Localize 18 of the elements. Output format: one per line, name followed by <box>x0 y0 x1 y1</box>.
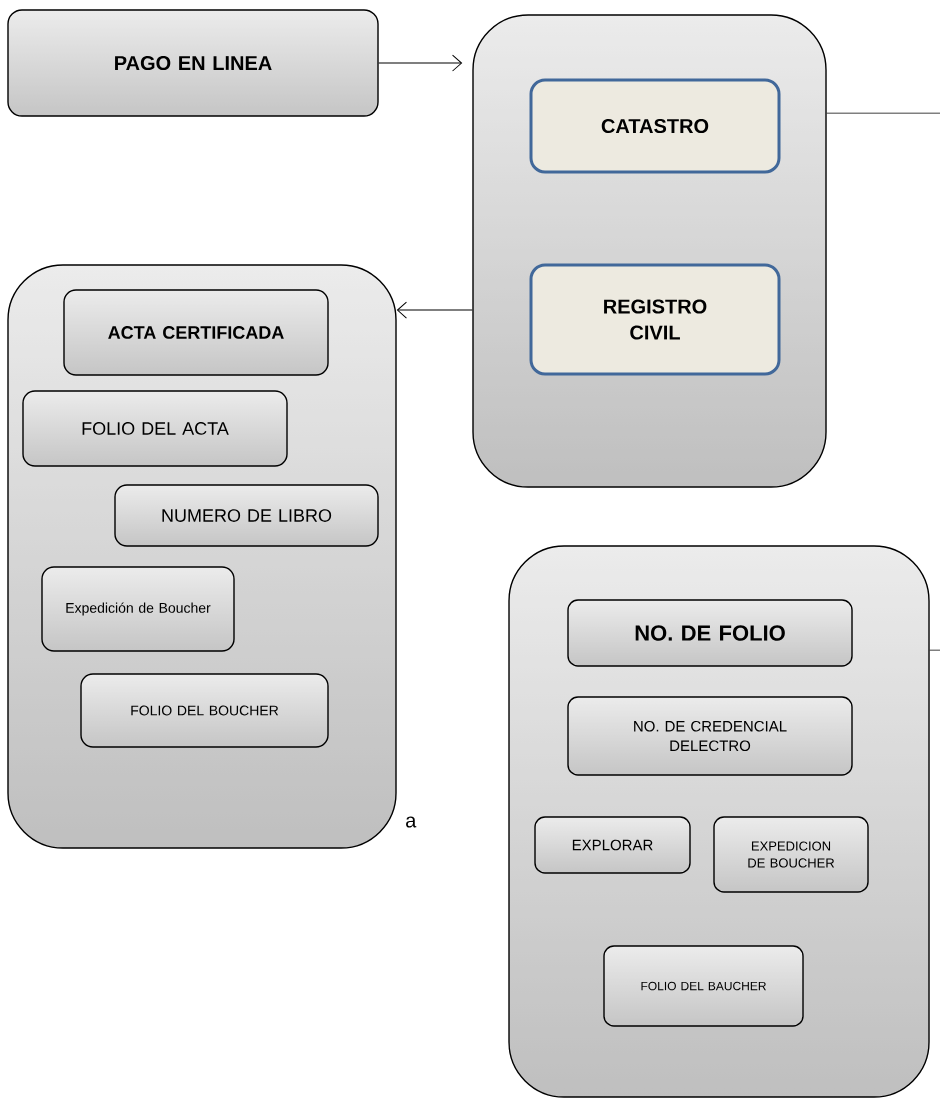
process-box: NUMERO DE LIBRO <box>114 484 379 547</box>
arrow <box>396 301 473 319</box>
process-box: FOLIO DEL BOUCHER <box>80 673 329 748</box>
process-box: FOLIO DEL BAUCHER <box>603 945 804 1027</box>
process-box: Expedición de Boucher <box>41 566 235 652</box>
process-box: FOLIO DEL ACTA <box>22 390 288 467</box>
process-box: NO. DE CREDENCIAL DELECTRO <box>567 696 853 776</box>
arrow <box>378 54 463 72</box>
process-box: ACTA CERTIFICADA <box>63 289 329 376</box>
process-box: EXPEDICION DE BOUCHER <box>713 816 869 893</box>
process-box: NO. DE FOLIO <box>567 599 853 667</box>
section-box: REGISTRO CIVIL <box>529 263 781 376</box>
connector-line <box>929 649 940 651</box>
text-label: a <box>406 816 417 828</box>
section-box: CATASTRO <box>529 78 781 174</box>
connector-line <box>826 112 940 114</box>
process-box: PAGO EN LINEA <box>7 9 379 117</box>
process-box: EXPLORAR <box>534 816 691 874</box>
